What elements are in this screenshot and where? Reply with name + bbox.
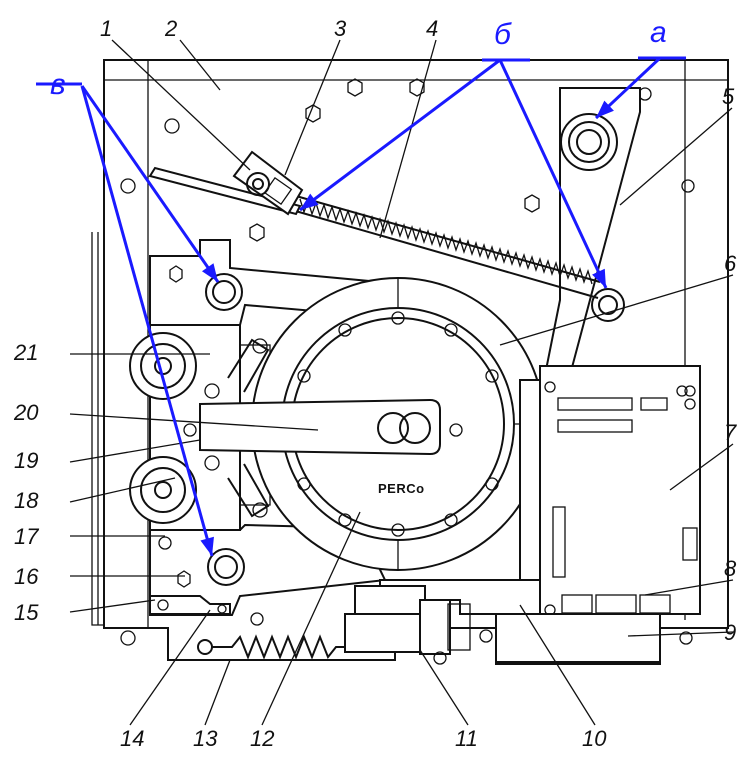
- rotor-arm: [199, 398, 441, 456]
- arrow-v-upper: [80, 85, 220, 283]
- pointer-arrows: [80, 56, 662, 557]
- callout-8: 8: [724, 556, 737, 581]
- callout-21: 21: [13, 340, 38, 365]
- spring-anchor-arm: [148, 150, 304, 216]
- solenoid-assembly: [344, 585, 471, 665]
- arrow-letter-labels: абв: [36, 16, 686, 101]
- callout-5: 5: [722, 84, 735, 109]
- perco-logo: PERCo: [378, 481, 425, 496]
- callout-9: 9: [724, 620, 736, 645]
- callout-13: 13: [193, 726, 218, 751]
- callout-4: 4: [426, 16, 438, 41]
- callout-15: 15: [14, 600, 39, 625]
- arrow-b-right: [498, 59, 608, 289]
- return-spring: [197, 634, 345, 660]
- callout-12: 12: [250, 726, 274, 751]
- callout-19: 19: [14, 448, 38, 473]
- callout-20: 20: [13, 400, 39, 425]
- letter-label-a: а: [650, 16, 667, 49]
- arrow-v-lower: [80, 85, 214, 557]
- leader-lines: [69, 39, 734, 726]
- letter-label-b: б: [494, 18, 512, 51]
- lower-pivot-bracket: [149, 595, 231, 615]
- callout-16: 16: [14, 564, 39, 589]
- callout-10: 10: [582, 726, 607, 751]
- callout-18: 18: [14, 488, 39, 513]
- spring-anchor-pin: [591, 288, 625, 322]
- controller-board: [519, 365, 701, 616]
- callout-1: 1: [100, 16, 112, 41]
- callout-14: 14: [120, 726, 144, 751]
- callout-2: 2: [164, 16, 177, 41]
- arrow-a: [594, 56, 662, 120]
- mounting-holes: [120, 78, 695, 646]
- callout-17: 17: [14, 524, 39, 549]
- callout-6: 6: [724, 251, 737, 276]
- callout-11: 11: [455, 726, 478, 751]
- arrow-b-left: [299, 58, 501, 212]
- main-spring: [291, 195, 601, 299]
- detent-pawls: [227, 338, 270, 518]
- callout-7: 7: [724, 420, 737, 445]
- callout-3: 3: [334, 16, 347, 41]
